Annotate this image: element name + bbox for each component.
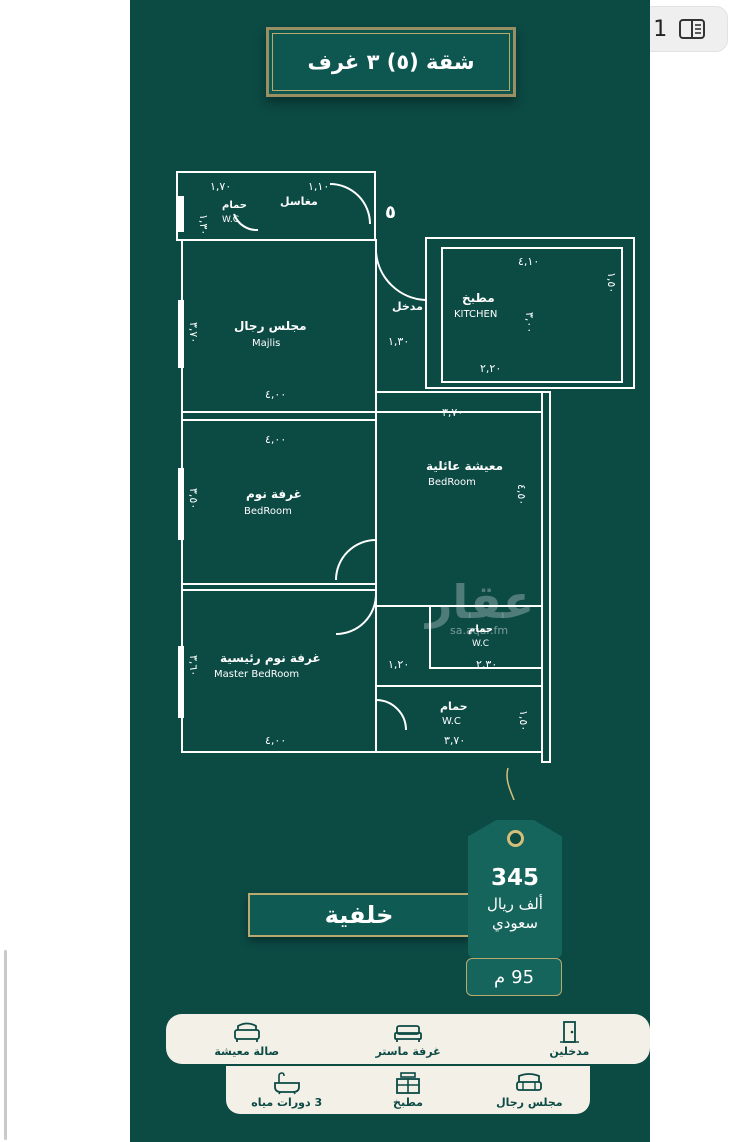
room-kitchen-en: KITCHEN [454,309,497,320]
price-unit-line2: سعودي [492,914,538,932]
feature-majlis: مجلس رجال [469,1066,589,1114]
scrollbar[interactable] [4,950,7,1140]
side-label: خلفية [248,893,470,937]
feature-kitchen: مطبخ [348,1066,468,1114]
book-icon [679,19,706,39]
dim-13: ٤,٥٠ [515,484,528,505]
apartment-title: شقة (٥) ٣ غرف [266,27,516,97]
tag-ring-icon [507,830,524,847]
dim-6: ٣,٧٠ [187,322,200,343]
floor-plan: ٥ حمام W.C مغاسل مدخل مطبخ KITCHEN مجلس … [176,171,635,800]
tag-string [506,767,515,800]
door-bath-bottom [375,699,407,731]
dim-18: ٤,٠٠ [265,734,286,747]
dim-1: ١,٧٠ [210,180,231,193]
wall-kitchen [425,237,635,389]
wall-kitchen-inner [441,247,623,383]
room-majlis-en: Majlis [252,338,280,349]
door-entrance [375,251,427,301]
feature-bathrooms: 3 دورات مياه [227,1066,347,1114]
room-bath-bottom: حمام [440,700,468,713]
wall-right-ext [541,391,551,763]
room-bedroom-en: BedRoom [244,506,292,517]
room-majlis: مجلس رجال [234,319,307,333]
bathtub-icon [273,1072,300,1095]
dim-19: ٣,٧٠ [444,734,465,747]
door-master [335,593,377,635]
features-row-2: مجلس رجال مطبخ 3 دورات مياه [226,1066,590,1114]
room-bedroom: غرفة نوم [246,487,302,502]
feature-living-hall: صالة معيشة [187,1014,307,1064]
apartment-number: ٥ [385,202,396,223]
room-master: غرفة نوم رئيسية [220,651,321,666]
feature-label: مجلس رجال [496,1096,563,1109]
features-row-1: مدخلين غرفة ماستر صالة معيشة [166,1014,650,1064]
price-tag: 345 ألف ريال سعودي [468,820,562,958]
door-bath-top [233,213,259,232]
dim-12: ٣,٥٠ [187,488,200,509]
room-sinks: مغاسل [280,195,318,208]
room-living-en: BedRoom [428,477,476,488]
price-value: 345 [490,865,539,891]
feature-entrances: مدخلين [509,1014,629,1064]
area-unit: م [493,966,506,988]
dim-14: ٣,٦٠ [187,655,200,676]
room-living: معيشة عائلية [426,459,503,473]
room-bath-top: حمام [222,200,247,211]
dim-9: ٤,٠٠ [265,388,286,401]
armchair-icon [516,1073,543,1091]
kitchen-icon [396,1072,420,1094]
feature-label: مطبخ [393,1096,423,1109]
price-unit-line1: ألف ريال [487,895,543,913]
door-sinks [329,183,371,225]
feature-label: صالة معيشة [214,1045,280,1058]
floor-plan-poster: شقة (٥) ٣ غرف ٥ [130,0,650,1142]
room-bath-small: حمام [468,624,493,635]
dim-16: ٢,٣٠ [476,658,497,671]
dim-5: ١,٥٠ [605,272,618,293]
room-bath-top-en: W.C [222,215,239,225]
dim-17: ١,٥٠ [517,710,530,731]
feature-label: 3 دورات مياه [251,1096,323,1109]
dim-4: ٤,١٠ [518,255,539,268]
dim-10: ٣,٧٠ [442,406,463,419]
room-bath-bottom-en: W.C [442,716,461,727]
feature-label: غرفة ماستر [375,1045,441,1058]
dim-3: ١,١٠ [308,180,329,193]
watermark-site: sa.aqar.fm [450,624,509,637]
area-value: 95 [511,966,535,988]
dim-11: ٤,٠٠ [265,433,286,446]
area-badge: 95 م [466,958,562,996]
room-master-en: Master BedRoom [214,669,299,680]
dim-7: ١,٣٠ [388,335,409,348]
watermark-logo: عقار [426,575,535,629]
room-bath-small-en: W.C [472,639,489,649]
bed-icon [394,1025,422,1042]
dim-20: ٣,٠٠ [523,312,536,333]
dim-8: ٢,٢٠ [480,362,501,375]
dim-15: ١,٢٠ [388,658,409,671]
room-kitchen: مطبخ [462,291,495,305]
feature-label: مدخلين [549,1045,590,1058]
door-bedroom [335,539,377,581]
dim-2: ١,٣٠ [197,214,210,235]
room-entrance: مدخل [392,300,423,313]
feature-master-room: غرفة ماستر [348,1014,468,1064]
door-icon [560,1021,580,1043]
sofa-icon [233,1022,260,1042]
